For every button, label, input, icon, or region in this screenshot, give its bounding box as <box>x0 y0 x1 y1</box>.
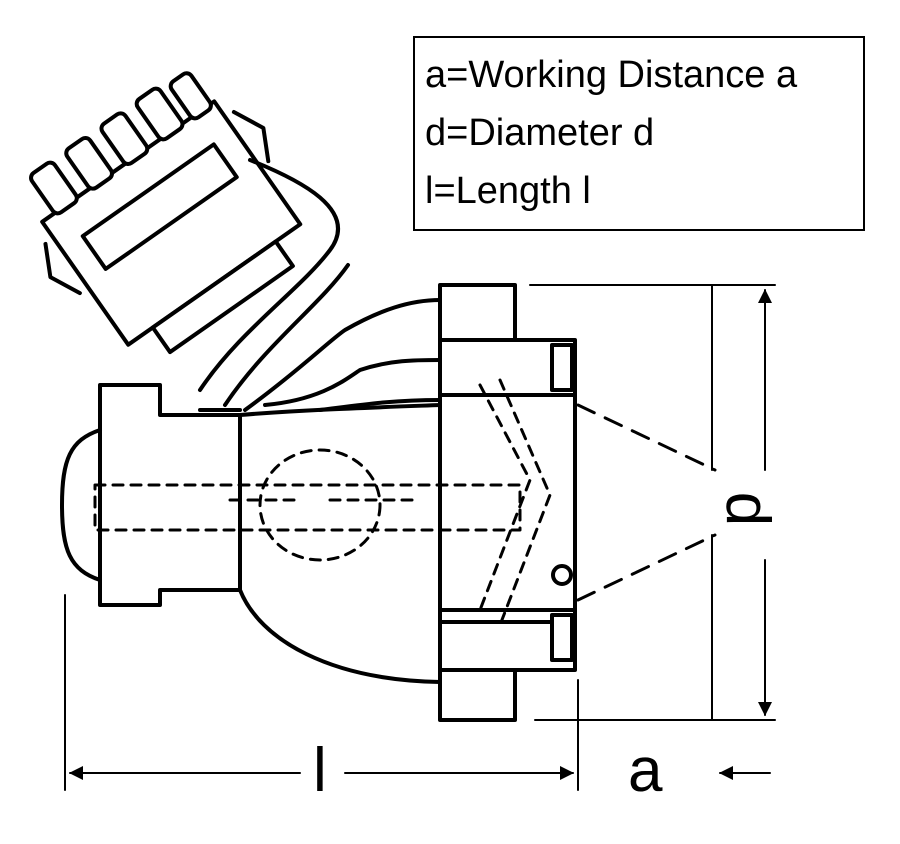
beam-lines <box>576 403 717 602</box>
length-label: l <box>313 736 327 805</box>
legend-box: a=Working Distance a d=Diameter d l=Leng… <box>413 36 865 231</box>
lamp-front-flange <box>438 283 577 722</box>
distance-label: a <box>628 736 663 805</box>
legend-working-distance: a=Working Distance a <box>425 54 798 96</box>
cable-wires <box>198 158 442 412</box>
lamp-reflector <box>238 403 442 684</box>
diameter-label: d <box>713 491 783 527</box>
extension-lines <box>64 284 776 791</box>
lamp-internals-hidden <box>93 378 552 627</box>
legend-length: l=Length l <box>425 170 591 212</box>
legend-diameter: d=Diameter d <box>425 112 655 154</box>
dimension-arrows <box>69 289 772 780</box>
connector-plug <box>29 71 303 355</box>
lamp-rear-cap <box>60 383 242 607</box>
